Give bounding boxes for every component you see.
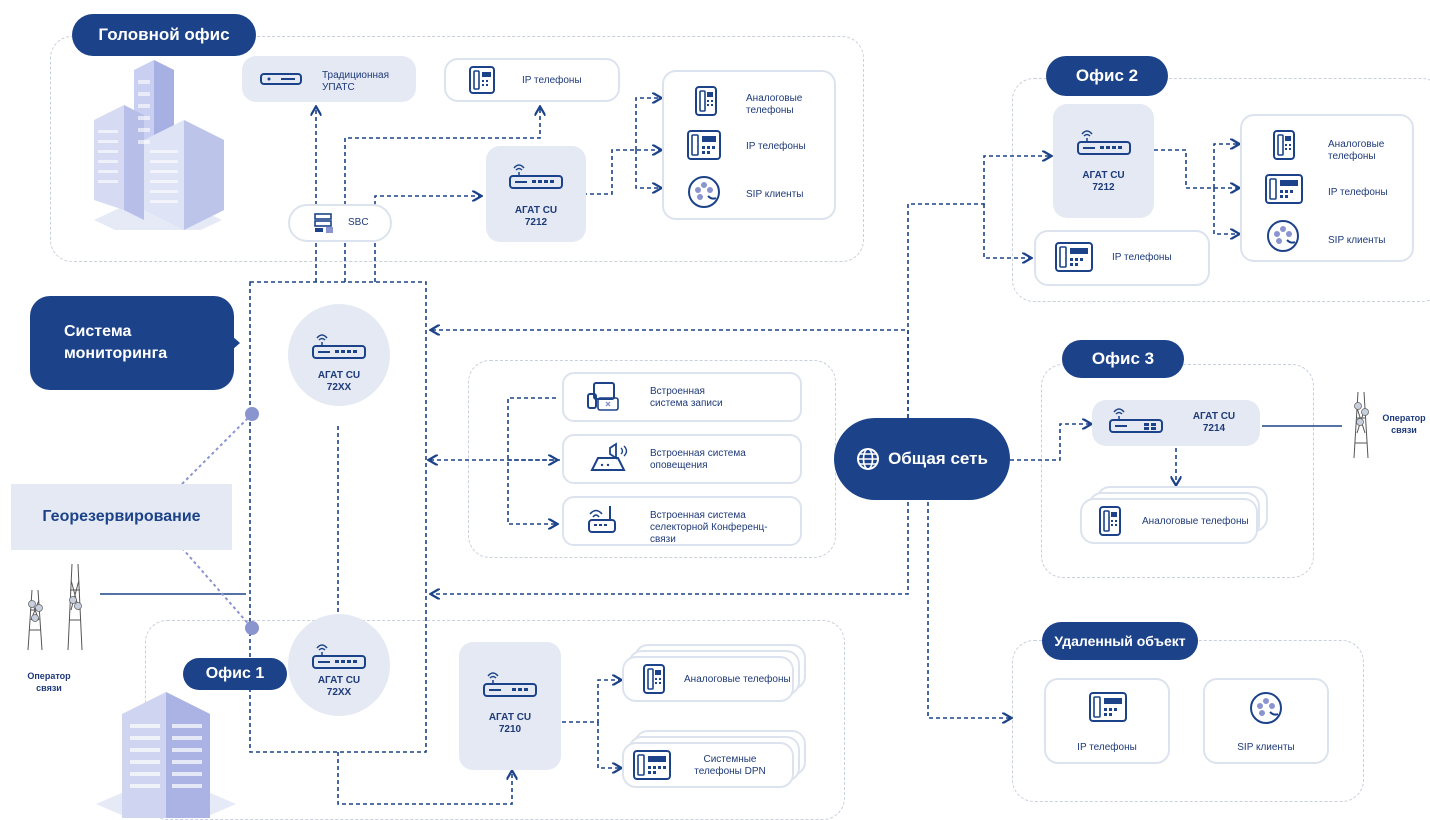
core-bottom-name: АГАТ CU (317, 675, 361, 686)
office1-system-label: Системные телефоны DPN (694, 754, 766, 777)
office2-agat-7212-card[interactable] (1053, 104, 1154, 218)
office1-agat-name: АГАТ CU (488, 712, 532, 723)
office2-analog-label: Аналоговые телефоны (1328, 139, 1385, 162)
ho-agat-model: 7212 (524, 217, 548, 228)
office2-ip-phones-label: IP телефоны (1112, 252, 1172, 263)
router-icon (312, 334, 366, 359)
core-agat-bottom-node[interactable] (288, 614, 390, 716)
ip-phone-icon (1265, 174, 1303, 204)
sip-client-icon (1267, 220, 1299, 252)
office3-operator-label: Оператор связи (1382, 413, 1426, 435)
remote-sip-label: SIP клиенты (1237, 742, 1295, 753)
operator-left-label: Оператор связи (27, 671, 71, 693)
analog-phone-icon (695, 86, 717, 116)
office3-analog-label: Аналоговые телефоны (1142, 516, 1249, 527)
conference-icon (588, 506, 616, 533)
office3-agat-name: АГАТ CU (1192, 411, 1236, 422)
ip-phone-icon (469, 66, 495, 94)
recording-label: Встроенная система записи (650, 386, 723, 409)
system-phone-icon (633, 750, 671, 780)
office1-analog-label: Аналоговые телефоны (684, 674, 791, 685)
office1-analog-card[interactable] (622, 656, 794, 702)
office1-system-card[interactable] (622, 742, 794, 788)
traditional-pbx-label: Традиционная УПАТС (322, 70, 389, 93)
head-office-building-icon (94, 60, 224, 230)
network-label: Общая сеть (888, 449, 988, 468)
geo-reservation-box (11, 484, 232, 550)
alerting-icon (590, 442, 628, 471)
conference-label: Встроенная система селекторной Конференц… (650, 510, 768, 545)
ho-agat-7212-card[interactable] (486, 146, 586, 242)
analog-phone-icon (1273, 130, 1295, 160)
core-agat-top-node[interactable] (288, 304, 390, 406)
router-icon (1109, 408, 1163, 433)
office2-zone (1012, 78, 1430, 302)
office1-title: Офис 1 (183, 658, 287, 690)
router-icon (1077, 130, 1131, 155)
office2-agat-model: 7212 (1092, 182, 1115, 193)
router-icon (312, 644, 366, 669)
router-icon (483, 672, 537, 697)
office1-building-icon (96, 692, 236, 818)
office2-sip-label: SIP клиенты (1328, 235, 1386, 246)
ho-phones-group-card (662, 70, 836, 220)
cell-tower-icon (1353, 391, 1369, 459)
router-icon (509, 164, 563, 189)
sbc-server-icon (314, 213, 333, 233)
cell-tower-icon (27, 563, 83, 651)
alerting-label: Встроенная система оповещения (650, 448, 746, 471)
office2-title: Офис 2 (1046, 56, 1168, 96)
head-office-zone (50, 36, 864, 262)
ip-phone-icon (1055, 242, 1093, 272)
sip-client-icon (1250, 692, 1282, 724)
monitoring-pointer (232, 336, 240, 350)
ho-sip-clients-label: SIP клиенты (746, 189, 804, 200)
office2-ip-phones-2-label: IP телефоны (1328, 187, 1388, 198)
core-bottom-model: 72XX (326, 687, 352, 698)
sbc-card[interactable] (288, 204, 392, 242)
core-top-model: 72XX (326, 382, 352, 393)
globe-icon (857, 448, 880, 470)
ho-ip-phones-label: IP телефоны (522, 75, 582, 86)
office3-agat-7214-card[interactable] (1092, 400, 1260, 446)
monitoring-title: Система мониторинга (30, 296, 234, 390)
office3-title: Офис 3 (1062, 340, 1184, 378)
analog-phone-icon (1099, 506, 1121, 536)
remote-ip-phones-label: IP телефоны (1077, 742, 1137, 753)
ip-phone-icon (1089, 692, 1127, 722)
sbc-label: SBC (348, 217, 369, 228)
office2-ip-phones-card[interactable] (1034, 230, 1210, 286)
ip-phone-icon (687, 130, 721, 160)
office3-agat-model: 7214 (1202, 423, 1226, 434)
ho-ip-phones-2-label: IP телефоны (746, 141, 806, 152)
ho-analog-phones-label: Аналоговые телефоны (746, 93, 803, 116)
geo-reservation-title: Георезервирование (42, 508, 201, 525)
recording-card[interactable] (562, 372, 802, 422)
remote-title: Удаленный объект (1042, 622, 1198, 660)
office1-agat-7210-card[interactable] (459, 642, 561, 770)
traditional-pbx-card[interactable] (242, 56, 416, 102)
network-title[interactable]: Общая сеть (834, 418, 1010, 500)
ho-agat-name: АГАТ CU (514, 205, 558, 216)
sip-client-icon (688, 176, 720, 208)
analog-phone-icon (643, 664, 665, 694)
office1-agat-model: 7210 (498, 724, 522, 735)
core-top-name: АГАТ CU (317, 370, 361, 381)
pbx-device-icon (260, 73, 302, 85)
recording-icon (587, 382, 619, 411)
office2-agat-name: АГАТ CU (1082, 170, 1125, 181)
head-office-title: Головной офис (72, 14, 256, 56)
